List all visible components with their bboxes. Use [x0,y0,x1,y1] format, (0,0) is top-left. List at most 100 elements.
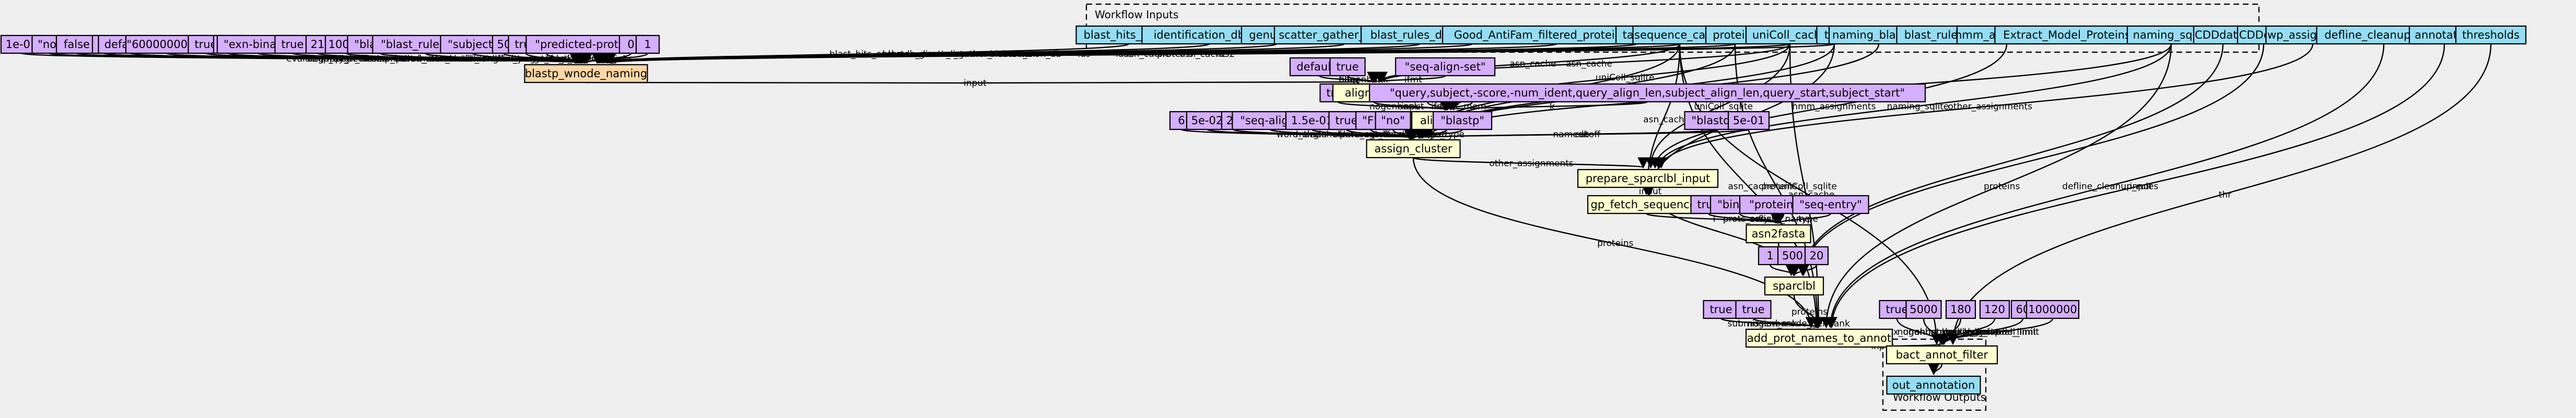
edge-i_uniColl_cache-to-prepare_sparclbl_input: uniColl_sqlite [1645,43,1791,169]
node-box [1577,169,1719,188]
constant-node: 120 [1979,300,2010,319]
constant-node: true [274,34,311,54]
edge-c39-to-assign_cluster: cutoff [1415,127,1750,140]
edge-label: blast_type [546,54,592,64]
node-box [1777,246,1808,266]
edge-c28-to-align_sort: k [1446,99,1648,112]
edge-label: long_model_limit [1964,327,2039,338]
node-box [1979,300,2010,319]
node-box [1792,195,1869,214]
node-box [1804,246,1829,266]
edge-line [1645,43,1791,169]
edge-label: input [964,78,987,89]
node-label: "no" [1381,114,1404,127]
edge-i_tblz-to-blastp_wnode_naming: lds2 [606,43,1835,64]
constant-node: 5e-02 [1186,111,1228,130]
node-box [1395,57,1496,77]
edge-label: limit_mem [1439,102,1486,112]
node-label: asn2fasta [1752,228,1806,240]
edge-label: i [1713,214,1716,224]
edge-i_CDDdata-to-sparclbl [1798,43,2265,277]
node-box [1587,195,1706,214]
edge-label: asn_cache [1643,115,1690,125]
node-box [1329,57,1366,77]
edge-label: proteins [1761,182,1797,192]
edge-blastp_wnode_naming-to-align_filter: input [585,78,1359,94]
edge-line [1820,43,2172,329]
constant-node: 20 [1804,246,1829,266]
node-label: prepare_sparclbl_input [1586,172,1711,185]
edge-label: ifmt [1404,75,1422,85]
edge-label: k [1550,102,1555,112]
node-box [1886,345,1998,365]
node-box [1905,300,1942,319]
node-label: 6 [1178,114,1185,127]
node-box [1432,111,1493,130]
node-label: 21 [311,38,325,51]
node-box [1945,300,1976,319]
constant-node: "no" [1375,111,1411,130]
edge-i_naming_sqlite-to-add_prot_names_to_annot: proteins [1820,43,2172,329]
constant-node: "blastp" [1432,111,1493,130]
node-label: uniColl_cache [1752,29,1828,42]
constant-node: false [55,34,98,54]
edges-layer: evaluesegungappedtop_by_scorealign_filte… [20,43,2492,376]
node-label: "seq-align-set" [1405,61,1486,73]
node-label: 1 [644,38,651,51]
step-node: sparclbl [1764,276,1824,296]
node-box [1746,224,1811,244]
node-label: 1.5e-01 [1291,114,1333,127]
constant-node: true [1703,300,1739,319]
edge-label: prots_only [1723,214,1769,224]
node-box [1764,276,1824,296]
edge-line [606,43,1835,64]
edge-label: proteins [1597,238,1633,249]
constant-node: 1 [635,34,660,54]
input-node: thresholds [2455,25,2527,45]
constant-node: 5000 [1905,300,1942,319]
edge-line [1798,43,2265,277]
node-label: true [1742,303,1764,316]
node-box [2025,300,2080,319]
node-box [1703,300,1739,319]
node-label: 500 [1782,249,1803,262]
node-box [2455,25,2527,45]
edge-label: lds2 [1216,49,1235,59]
nodes-layer: 1e-01"no"false10default32"6000000000"tru… [0,25,2527,395]
edge-label: thr [2219,190,2231,200]
edge-label: uniColl_sqlite [1694,102,1753,112]
edge-line [1415,127,1750,139]
edge-label: uniColl_sqlite [1778,182,1837,192]
edge-label: defline_cleanup_rules [2062,182,2158,192]
node-label: 120 [1984,303,2005,316]
node-label: 0 [627,38,634,51]
constant-node: 180 [1945,300,1976,319]
edge-i_annotation-to-add_prot_names_to_annot: input [1826,43,2445,329]
node-label: add_prot_names_to_annot [1747,332,1891,345]
step-node: blastp_wnode_naming [524,64,648,83]
node-label: bact_annot_filter [1896,349,1988,362]
node-label: thresholds [2462,29,2520,41]
node-label: assign_cluster [1374,142,1453,156]
node-label: true [1886,303,1908,316]
node-box [1368,83,1926,103]
edge-align_filter-to-align_sort: input [1373,99,1451,112]
node-box [1375,111,1411,130]
edge-c27-to-align_sort: limit_mem [1439,99,1486,112]
node-label: true [281,38,303,51]
edge-i_thresholds-to-bact_annot_filter: thr [1947,43,2492,345]
constant-node: true [1735,300,1772,319]
node-label: "query,subject,-score,-num_ident,query_a… [1390,87,1905,100]
edge-label: other_assignments [1948,102,2032,112]
edge-label: seg [1398,129,1414,140]
edge-line [1373,99,1451,111]
edge-line [1641,43,1681,195]
step-node: add_prot_names_to_annot [1745,328,1893,348]
node-box [524,64,648,83]
node-label: 5e-01 [1733,114,1765,127]
edge-assign_cluster-to-prepare_sparclbl_input: other_assignments [1412,157,1648,169]
edge-line [1947,43,2492,345]
step-node: prepare_sparclbl_input [1577,169,1719,188]
edge-label: cutoff [1575,129,1601,140]
edge-label: asn_cache [1728,182,1774,192]
